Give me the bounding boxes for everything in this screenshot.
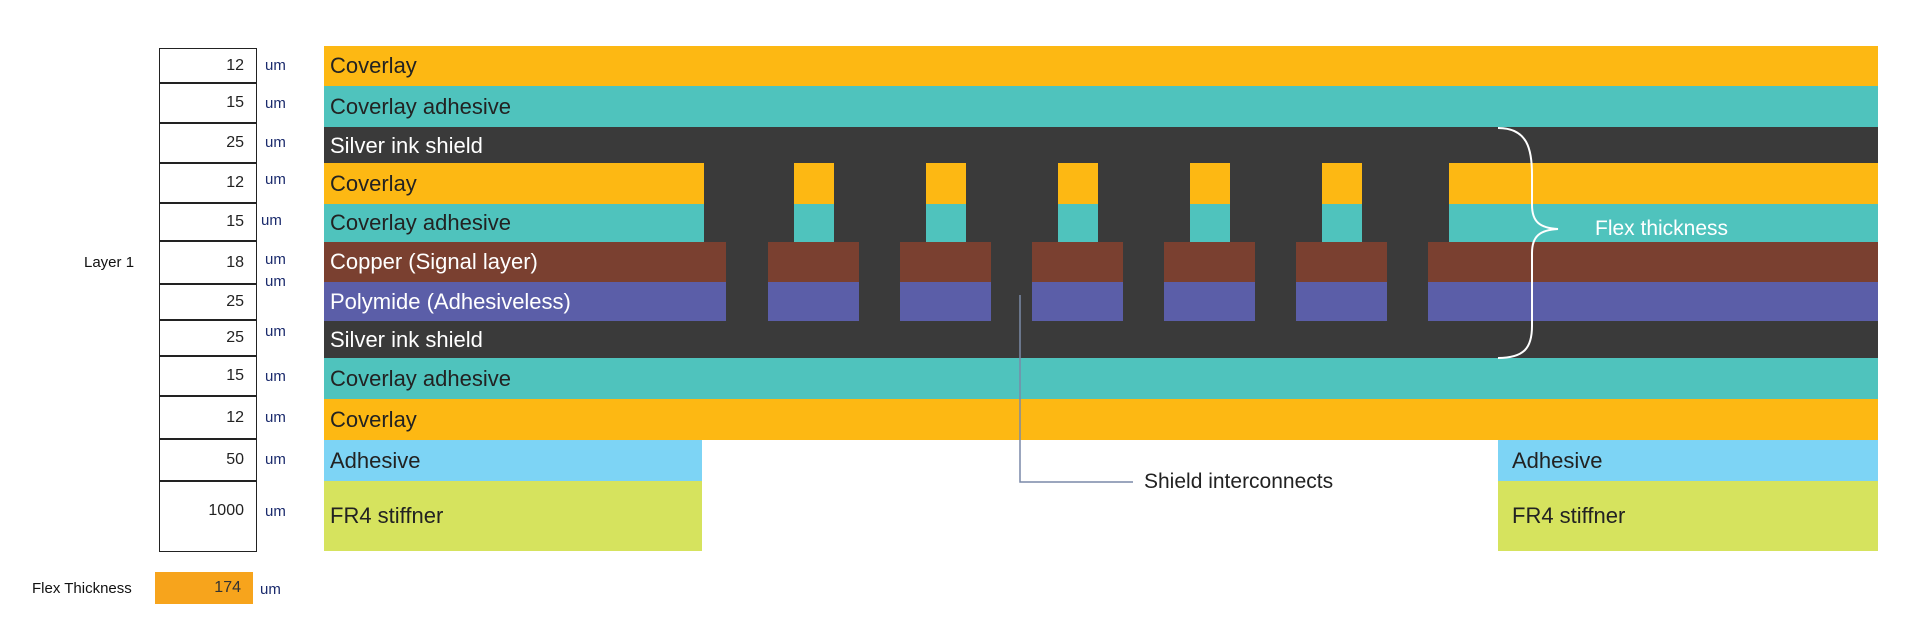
unit-label: um <box>265 251 286 268</box>
thickness-cell: 18 <box>159 241 257 284</box>
coverlay-adhesive-bottom-label: Coverlay adhesive <box>330 365 511 391</box>
fr4-left-layer <box>324 481 702 551</box>
polymide-segment <box>1296 282 1387 321</box>
polymide-segment <box>768 282 859 321</box>
unit-label: um <box>265 134 286 151</box>
adhesive-right-label: Adhesive <box>1512 447 1603 473</box>
flex-thickness-label: Flex Thickness <box>32 580 132 597</box>
coverlay-adhesive-top-label: Coverlay adhesive <box>330 93 511 119</box>
trace-adhesive <box>1190 204 1230 242</box>
thickness-cell: 12 <box>159 396 257 439</box>
silver-ink-bottom-label: Silver ink shield <box>330 326 483 352</box>
thickness-cell: 50 <box>159 439 257 481</box>
coverlay-top-label: Coverlay <box>330 53 417 78</box>
coverlay-adhesive-inner-layer <box>324 204 704 242</box>
thickness-cell: 15 <box>159 83 257 123</box>
adhesive-left-label: Adhesive <box>330 447 421 473</box>
copper-right-layer <box>1428 242 1878 282</box>
coverlay-inner-layer <box>324 163 704 204</box>
trace-coverlay <box>1322 163 1362 204</box>
copper-segment <box>768 242 859 282</box>
coverlay-inner-label: Coverlay <box>330 170 417 196</box>
polymide-segment <box>1164 282 1255 321</box>
unit-label: um <box>265 95 286 112</box>
copper-segment <box>1164 242 1255 282</box>
copper-segment <box>1032 242 1123 282</box>
trace-coverlay <box>794 163 834 204</box>
polymide-layer <box>324 282 726 321</box>
polymide-segment <box>900 282 991 321</box>
shield-interconnect-leader <box>1019 295 1133 483</box>
copper-segment <box>900 242 991 282</box>
thickness-cell: 12 <box>159 163 257 203</box>
trace-adhesive <box>1322 204 1362 242</box>
coverlay-adhesive-inner-right-layer <box>1449 204 1878 242</box>
coverlay-adhesive-inner-label: Coverlay adhesive <box>330 210 511 235</box>
unit-label: um <box>265 323 286 340</box>
polymide-right-layer <box>1428 282 1878 321</box>
unit-label: um <box>261 212 282 229</box>
unit-label: um <box>265 451 286 468</box>
coverlay-top-layer <box>324 46 1878 86</box>
copper-segment <box>1296 242 1387 282</box>
shield-interconnects-annotation: Shield interconnects <box>1144 470 1334 493</box>
coverlay-adhesive-top-layer <box>324 86 1878 127</box>
thickness-cell: 12 <box>159 48 257 83</box>
trace-adhesive <box>794 204 834 242</box>
copper-label: Copper (Signal layer) <box>330 249 538 274</box>
adhesive-right-layer <box>1498 440 1878 481</box>
trace-coverlay <box>1190 163 1230 204</box>
thickness-cell: 1000 <box>159 481 257 552</box>
coverlay-bottom-label: Coverlay <box>330 406 417 432</box>
thickness-cell: 15 <box>159 203 257 241</box>
silver-ink-top-label: Silver ink shield <box>330 133 483 158</box>
thickness-cell: 25 <box>159 284 257 320</box>
unit-label: um <box>265 171 286 188</box>
polymide-segment <box>1032 282 1123 321</box>
unit-label: um <box>265 57 286 74</box>
flex-thickness-brace <box>1497 127 1559 359</box>
unit-label: um <box>265 409 286 426</box>
fr4-right-layer <box>1498 481 1878 551</box>
polymide-label: Polymide (Adhesiveless) <box>330 288 571 314</box>
fr4-left-label: FR4 stiffner <box>330 503 444 528</box>
flex-thickness-value: 174 <box>155 572 253 604</box>
coverlay-bottom-layer <box>324 399 1878 440</box>
coverlay-inner-right-layer <box>1449 163 1878 204</box>
adhesive-left-layer <box>324 440 702 481</box>
trace-coverlay <box>926 163 966 204</box>
thickness-cell: 25 <box>159 123 257 163</box>
trace-adhesive <box>1058 204 1098 242</box>
trace-coverlay <box>1058 163 1098 204</box>
fr4-right-label: FR4 stiffner <box>1512 503 1626 528</box>
unit-label: um <box>265 273 286 290</box>
coverlay-adhesive-bottom-layer <box>324 358 1878 399</box>
copper-layer <box>324 242 726 282</box>
trace-adhesive <box>926 204 966 242</box>
unit-label: um <box>260 581 281 598</box>
thickness-cell: 25 <box>159 320 257 356</box>
thickness-cell: 15 <box>159 356 257 396</box>
flex-thickness-annotation: Flex thickness <box>1595 217 1729 240</box>
unit-label: um <box>265 368 286 385</box>
unit-label: um <box>265 503 286 520</box>
layer-name-label: Layer 1 <box>84 254 135 271</box>
